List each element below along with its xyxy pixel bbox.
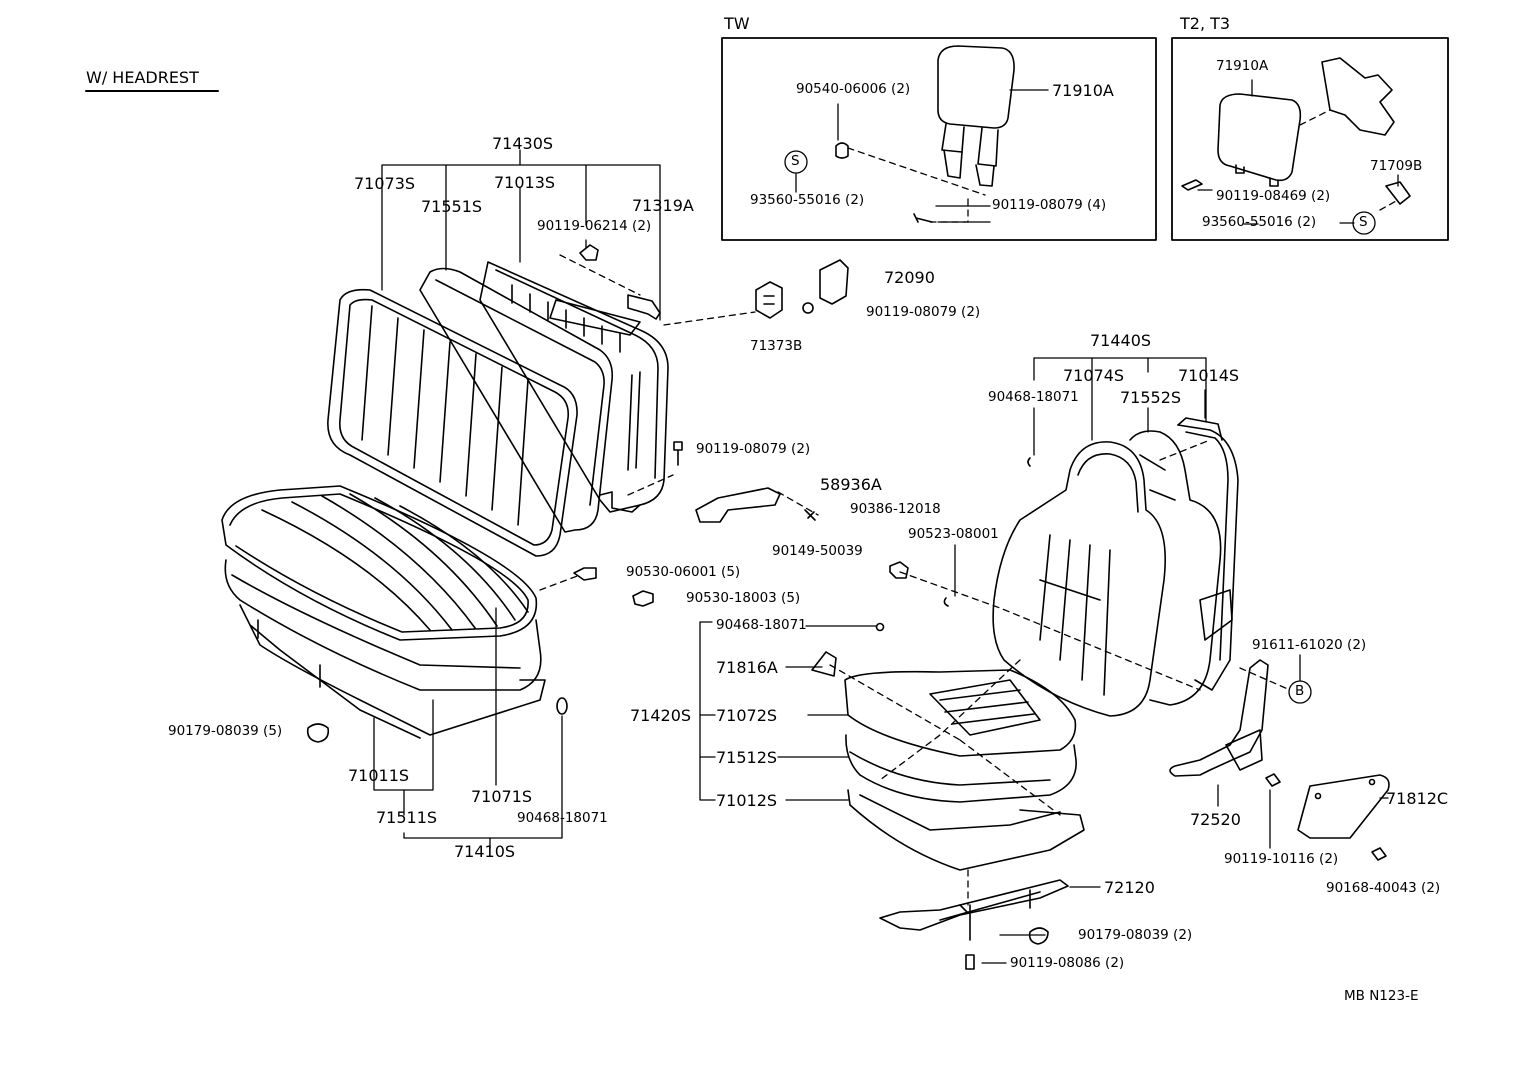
bucket-seat-cushion-cover bbox=[844, 669, 1077, 757]
part-label: 71073S bbox=[354, 174, 416, 193]
center-dashed-lines bbox=[777, 491, 819, 516]
part-label: 93560-55016 (2) bbox=[750, 192, 865, 208]
tw-inset-box bbox=[721, 37, 1157, 241]
symbol-b bbox=[1288, 680, 1312, 704]
part-label: 72520 bbox=[1190, 810, 1241, 829]
part-label: 71511S bbox=[376, 808, 438, 827]
t2t3-dashed-lines bbox=[1299, 109, 1399, 211]
part-label: 71014S bbox=[1178, 366, 1240, 385]
t2t3-inset-box bbox=[1171, 37, 1449, 241]
bucket-seat-back-pad bbox=[1129, 430, 1222, 706]
part-label: 90523-08001 bbox=[908, 526, 999, 542]
part-label: 90530-18003 (5) bbox=[686, 590, 801, 606]
part-label: 71910A bbox=[1052, 81, 1114, 100]
part-label: 71812C bbox=[1386, 789, 1449, 808]
part-label: 90530-06001 (5) bbox=[626, 564, 741, 580]
part-label: 71410S bbox=[454, 842, 516, 861]
tw-headrest bbox=[835, 45, 1015, 223]
right-dashed-lines bbox=[829, 439, 1291, 906]
part-label: 71071S bbox=[471, 787, 533, 806]
bucket-seat-cover-panel bbox=[1297, 774, 1390, 839]
diagram-code: MB N123-E bbox=[1344, 988, 1419, 1004]
bench-leader-lines bbox=[373, 149, 661, 849]
part-label: 71420S bbox=[630, 706, 692, 725]
bench-small-parts bbox=[306, 244, 683, 743]
part-label: 71816A bbox=[716, 658, 778, 677]
part-label: 90119-08469 (2) bbox=[1216, 188, 1331, 204]
bucket-seat-cushion-pad bbox=[845, 734, 1077, 803]
part-label: 71552S bbox=[1120, 388, 1182, 407]
part-label: 71430S bbox=[492, 134, 554, 153]
bucket-seat-back-frame bbox=[1177, 417, 1239, 691]
bucket-seat-back-cover bbox=[992, 441, 1166, 717]
symbol-s-t2 bbox=[1352, 211, 1376, 235]
bench-dashed-lines bbox=[539, 254, 756, 591]
circle-symbols bbox=[784, 150, 1376, 704]
bench-seat-back-cover bbox=[327, 288, 578, 557]
part-label: 71013S bbox=[494, 173, 556, 192]
part-label: 71072S bbox=[716, 706, 778, 725]
part-label: 72090 bbox=[884, 268, 935, 287]
part-label: 90540-06006 (2) bbox=[796, 81, 911, 97]
bench-seat-cushion-cover bbox=[221, 485, 538, 641]
part-label: 71709B bbox=[1370, 158, 1423, 174]
part-label: 90468-18071 bbox=[988, 389, 1079, 405]
part-label: 71440S bbox=[1090, 331, 1152, 350]
part-label: 90468-18071 bbox=[517, 810, 608, 826]
part-label: 71074S bbox=[1063, 366, 1125, 385]
part-label: 90179-08039 (5) bbox=[168, 723, 283, 739]
part-label: 71551S bbox=[421, 197, 483, 216]
inset-title-t2t3: T2, T3 bbox=[1180, 14, 1231, 33]
part-label: 91611-61020 (2) bbox=[1252, 637, 1367, 653]
part-label: 90468-18071 bbox=[716, 617, 807, 633]
part-label: 93560-55016 (2) bbox=[1202, 214, 1317, 230]
bucket-seat-recliner bbox=[1169, 659, 1269, 777]
bucket-seat-cushion-frame bbox=[847, 789, 1085, 871]
part-label: 90119-10116 (2) bbox=[1224, 851, 1339, 867]
bench-seat-cushion-pad bbox=[224, 559, 542, 691]
part-label: 71373B bbox=[750, 338, 803, 354]
part-label: 90119-06214 (2) bbox=[537, 218, 652, 234]
part-label: 90386-12018 bbox=[850, 501, 941, 517]
part-label: 90149-50039 bbox=[772, 543, 863, 559]
tw-dashed-lines bbox=[847, 147, 986, 223]
bench-seat-cushion-frame bbox=[239, 604, 546, 739]
part-label: 90168-40043 (2) bbox=[1326, 880, 1441, 896]
part-label: 90119-08086 (2) bbox=[1010, 955, 1125, 971]
right-leader-lines bbox=[699, 79, 1399, 964]
part-label: 71012S bbox=[716, 791, 778, 810]
part-label: 71319A bbox=[632, 196, 694, 215]
page-title: W/ HEADREST bbox=[86, 68, 199, 87]
brackets-center bbox=[695, 259, 849, 523]
part-label: 90119-08079 (2) bbox=[696, 441, 811, 457]
part-label: 58936A bbox=[820, 475, 882, 494]
part-label: 90119-08079 (2) bbox=[866, 304, 981, 320]
part-label: 71011S bbox=[348, 766, 410, 785]
t2t3-headrest bbox=[1181, 57, 1411, 205]
bench-seat-back-frame bbox=[479, 261, 669, 513]
inset-title-tw: TW bbox=[724, 14, 750, 33]
part-label: 71512S bbox=[716, 748, 778, 767]
symbol-s-tw bbox=[784, 150, 808, 174]
bucket-seat-rail bbox=[879, 879, 1069, 941]
part-label: 90179-08039 (2) bbox=[1078, 927, 1193, 943]
symbol-s-t2-letter: S bbox=[1359, 214, 1368, 230]
part-label: 72120 bbox=[1104, 878, 1155, 897]
symbol-b-letter: B bbox=[1295, 683, 1305, 699]
part-label: 71910A bbox=[1216, 58, 1269, 74]
part-label: 90119-08079 (4) bbox=[992, 197, 1107, 213]
right-small-parts bbox=[811, 457, 1387, 970]
bench-seat-back-pad bbox=[419, 267, 614, 533]
symbol-s-tw-letter: S bbox=[791, 153, 800, 169]
